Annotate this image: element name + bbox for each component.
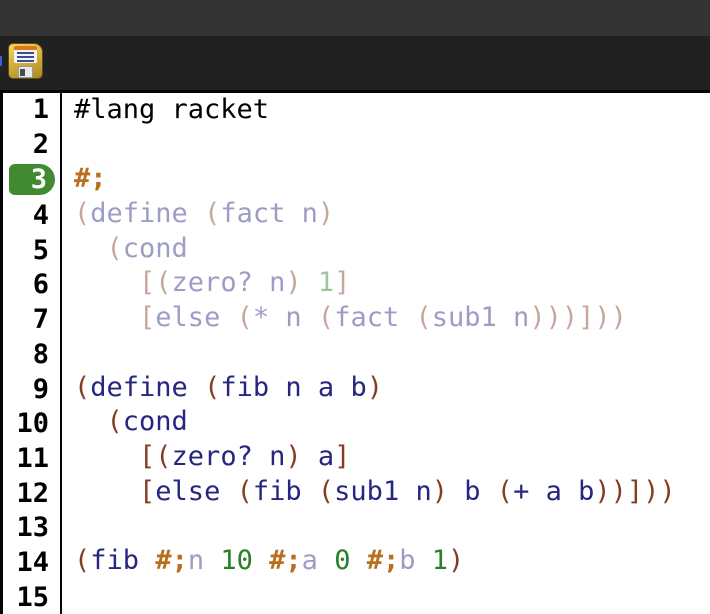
code-line <box>74 579 710 614</box>
code-line: (fib #;n 10 #;a 0 #;b 1) <box>74 544 465 576</box>
code-line <box>74 509 710 544</box>
toolbar <box>0 36 710 90</box>
code-line: [(zero? n) 1] <box>139 267 351 299</box>
line-number: 5 <box>32 234 49 266</box>
line-number: 4 <box>32 200 49 232</box>
line-number: 9 <box>32 373 49 405</box>
code-line: [else (* n (fact (sub1 n)))])) <box>139 302 627 334</box>
line-number: 13 <box>16 512 49 544</box>
line-number: 15 <box>16 581 49 613</box>
current-line-badge: 3 <box>9 164 55 196</box>
code-column: #lang racket #;(define (fact n) (cond [(z… <box>62 93 710 614</box>
line-number: 7 <box>32 304 49 336</box>
code-line: [else (fib (sub1 n) b (+ a b))])) <box>139 475 676 507</box>
line-number: 2 <box>32 128 49 160</box>
line-number: 12 <box>16 477 49 509</box>
code-line <box>74 128 710 163</box>
code-line: #lang racket <box>74 94 270 125</box>
code-line: [(zero? n) a] <box>139 440 351 472</box>
focus-indicator <box>0 56 2 66</box>
line-number: 6 <box>32 269 49 301</box>
line-number: 14 <box>16 546 49 578</box>
code-line: (cond <box>106 406 188 438</box>
line-number: 3 <box>3 164 60 199</box>
line-number: 1 <box>32 94 49 125</box>
line-number: 8 <box>32 338 49 370</box>
code-line: #; <box>74 163 107 195</box>
titlebar <box>0 0 710 36</box>
code-line: (define (fact n) <box>74 198 335 230</box>
code-line: (define (fib n a b) <box>74 371 383 403</box>
line-number: 11 <box>16 442 49 474</box>
floppy-disk-icon <box>8 43 43 79</box>
code-line <box>74 336 710 371</box>
code-line: (cond <box>106 232 188 264</box>
line-number: 10 <box>16 408 49 440</box>
save-button[interactable] <box>8 43 43 79</box>
